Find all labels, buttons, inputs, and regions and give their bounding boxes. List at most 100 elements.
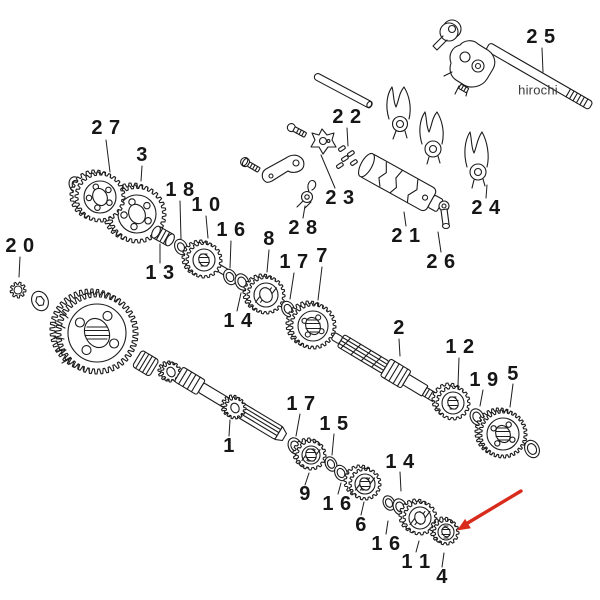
fork-bore — [473, 167, 483, 177]
snap-ring-16a — [223, 268, 237, 286]
dog-hole — [81, 345, 92, 356]
spring-legs — [432, 35, 448, 51]
arrow-head — [457, 518, 471, 531]
hub-splines — [359, 477, 371, 491]
hook — [296, 180, 317, 209]
gearshift-spindle-assembly — [443, 40, 496, 97]
drum-hole — [422, 194, 429, 201]
torsion-spring — [432, 19, 462, 51]
roller-pin — [458, 83, 469, 94]
part-label-21: 2 1 — [391, 225, 421, 247]
hub-bore — [128, 203, 146, 225]
part-label-3: 3 — [136, 144, 148, 166]
countershaft-2 — [331, 332, 438, 403]
part-label-1: 1 — [223, 435, 235, 457]
shaft — [486, 43, 593, 110]
fork-horns — [464, 131, 489, 168]
part-label-4: 4 — [436, 566, 448, 588]
washer-hole — [326, 459, 336, 469]
drum-stopper-26 — [438, 200, 451, 230]
part-label-14b: 1 4 — [385, 451, 415, 473]
kick-pinion-hub — [132, 350, 159, 377]
part-label-23: 2 3 — [325, 187, 355, 209]
stem-end — [441, 222, 451, 230]
pin — [458, 83, 469, 94]
part-label-8: 8 — [263, 228, 275, 250]
gear-face-ring — [13, 285, 23, 295]
part-label-10: 1 0 — [191, 194, 221, 216]
washer-15 — [324, 456, 338, 472]
snap-ring-16c — [382, 495, 396, 511]
washer-hole — [384, 498, 394, 508]
hub-bore — [259, 287, 273, 303]
leader-lines — [18, 47, 544, 568]
shift-fork-center — [419, 111, 444, 165]
part-label-5: 5 — [507, 363, 519, 385]
mainshaft-fixed-gear — [220, 394, 247, 420]
part-label-28: 2 8 — [288, 217, 318, 239]
stopper-arm — [261, 154, 305, 183]
clutch-drum-fingers — [53, 309, 72, 364]
dog-hole — [130, 222, 138, 231]
part-label-20: 2 0 — [5, 235, 35, 257]
spline-lines — [178, 368, 201, 393]
shift-spindle-shaft-25 — [486, 43, 593, 110]
part-label-2: 2 — [393, 317, 405, 339]
gear-27 — [69, 169, 126, 223]
hub-bore — [414, 511, 426, 525]
part-label-17b: 1 7 — [286, 393, 316, 415]
washer-hole — [526, 443, 538, 455]
gear-4 — [429, 516, 460, 546]
dog-hole — [105, 186, 112, 194]
hub-bore — [92, 187, 108, 207]
part-label-27: 2 7 — [91, 117, 121, 139]
hub-bore — [230, 402, 240, 414]
part-label-14a: 1 4 — [223, 310, 253, 332]
finger-lines — [53, 309, 72, 364]
rod — [313, 73, 373, 108]
gear-7 — [285, 300, 337, 350]
part-label-7: 7 — [316, 245, 328, 267]
hole — [474, 62, 482, 70]
snap-ring-16b — [334, 464, 348, 482]
stem — [440, 208, 450, 226]
hub-splines — [495, 427, 511, 441]
thread-lines — [295, 128, 305, 137]
part-label-19: 1 9 — [469, 369, 499, 391]
drum-end — [358, 152, 375, 178]
washer-hole — [225, 271, 235, 283]
fork-bore — [395, 119, 405, 129]
arm-outline — [261, 154, 305, 183]
shift-fork-left — [386, 86, 411, 140]
dog-hole — [120, 211, 128, 219]
part-label-6: 6 — [355, 514, 367, 536]
gear-9 — [292, 437, 327, 471]
hole — [459, 51, 471, 63]
pin — [341, 155, 349, 162]
shift-pins-22 — [336, 145, 358, 169]
fork-horns — [419, 111, 444, 145]
hub-bore — [83, 317, 111, 349]
gear-12 — [431, 382, 471, 421]
pin — [336, 162, 344, 169]
hex-hole — [35, 295, 45, 307]
watermark-text: hirochi — [518, 82, 558, 98]
dog-hole — [74, 317, 85, 328]
tip-splines — [424, 388, 434, 400]
eye-hole — [441, 203, 447, 209]
hub-splines — [305, 448, 317, 462]
bolt-upper — [286, 123, 307, 138]
fork-bore — [428, 144, 438, 154]
coil-hole — [447, 24, 457, 34]
part-label-16a: 1 6 — [216, 219, 246, 241]
part-label-12: 1 2 — [445, 336, 475, 358]
dog-hole — [505, 421, 512, 428]
gear-5 — [474, 407, 528, 459]
part-label-16b: 1 6 — [322, 493, 352, 515]
hub-splines — [447, 396, 459, 410]
bolt-lower — [240, 157, 261, 173]
gear-6 — [343, 464, 382, 501]
thread-lines — [249, 162, 259, 172]
dog-hole — [102, 310, 113, 321]
